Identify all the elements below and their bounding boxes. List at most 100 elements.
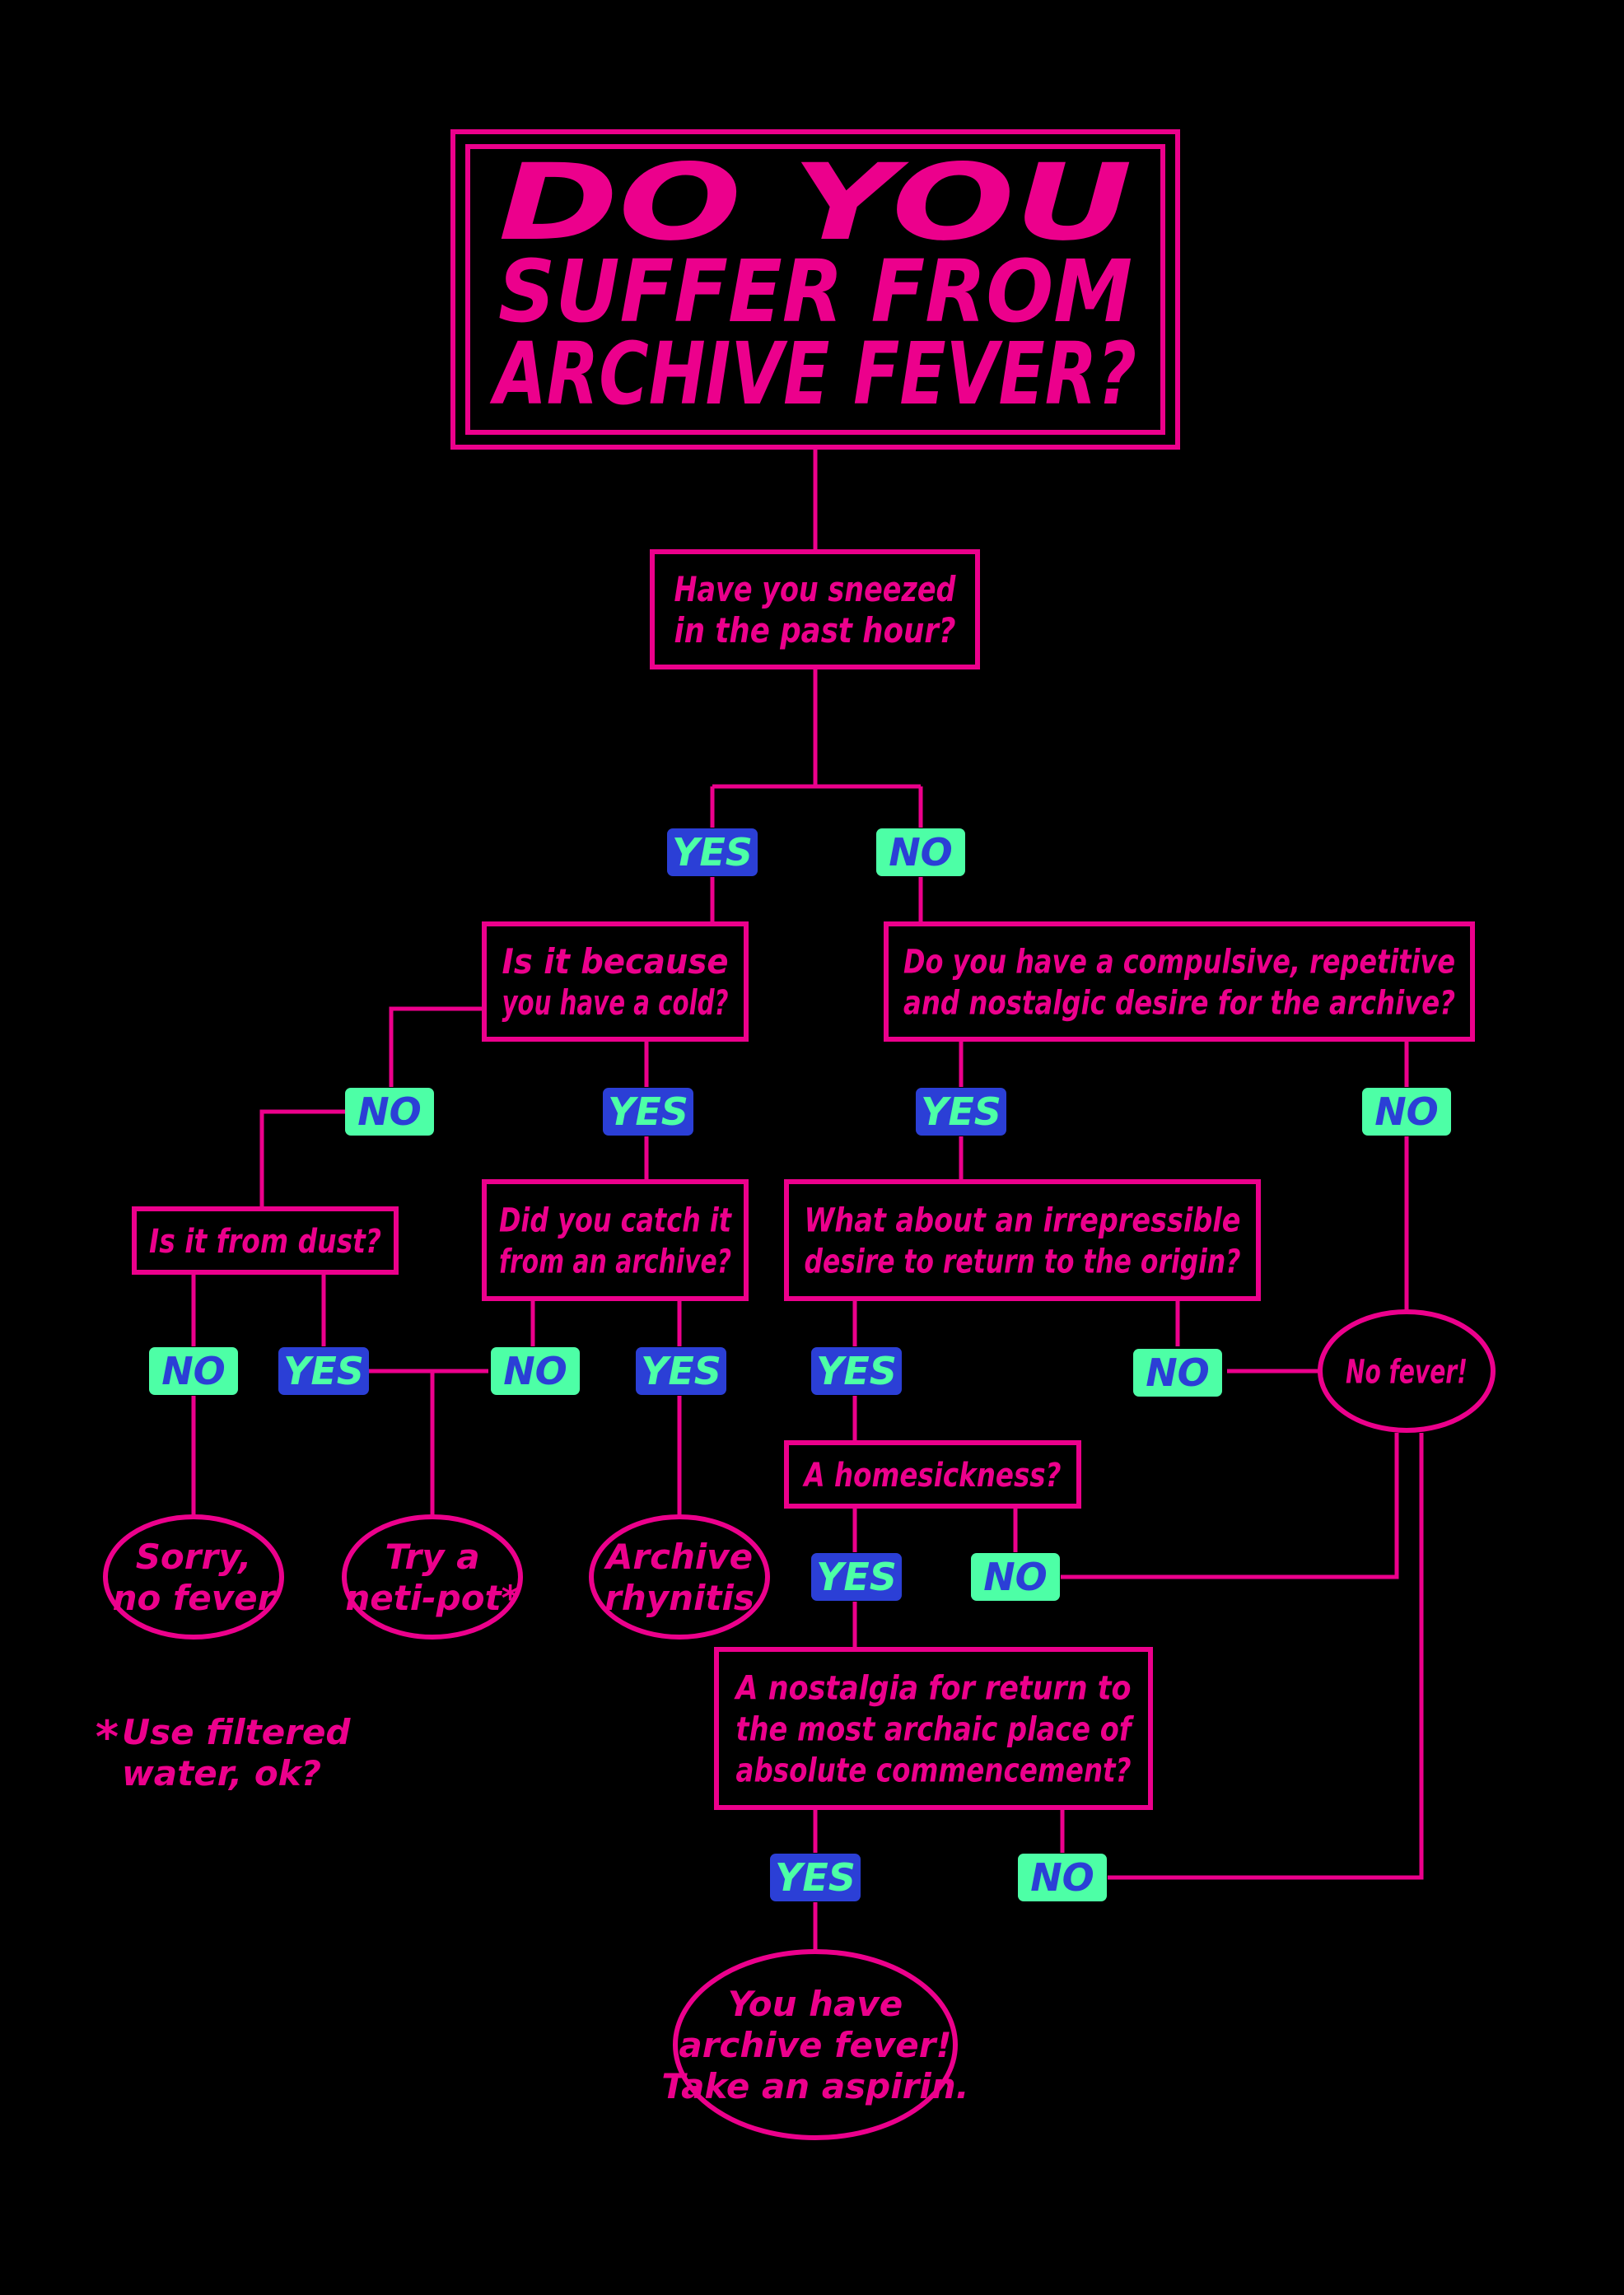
branch-labels: YES NO NO YES YES NO NO YES NO YES YES NO YES NO YES NO — [149, 828, 1451, 1901]
footnote-star: * — [96, 1711, 119, 1763]
footnote: * Use filtered water, ok? — [96, 1711, 352, 1794]
footnote-line-2: water, ok? — [122, 1753, 321, 1794]
label-yes-10: YES — [636, 1347, 726, 1395]
label-text: YES — [641, 1349, 721, 1393]
label-background — [916, 1088, 1006, 1136]
label-text: NO — [1030, 1855, 1094, 1900]
label-text: NO — [1374, 1089, 1439, 1134]
node-text-line: Take an aspirin. — [661, 2066, 968, 2106]
label-text: NO — [1146, 1350, 1210, 1395]
label-background — [1018, 1854, 1107, 1901]
label-text: NO — [161, 1349, 226, 1393]
label-no-7: NO — [149, 1347, 238, 1395]
node-text-line: desire to return to the origin? — [805, 1243, 1241, 1280]
title-inner-border — [465, 144, 1165, 435]
label-text: YES — [921, 1089, 1001, 1134]
label-background — [345, 1088, 434, 1136]
title-outer-border — [450, 129, 1180, 450]
node-text-line: Try a — [385, 1537, 479, 1577]
label-no-9: NO — [491, 1347, 580, 1395]
line-no9-nofever — [1108, 1433, 1424, 1880]
node-text-line: Is it because — [502, 941, 729, 982]
node-border — [132, 1206, 399, 1275]
label-text: NO — [357, 1089, 422, 1134]
label-yes-13: YES — [811, 1553, 902, 1601]
label-yes-1: YES — [667, 828, 758, 876]
title-line-1: DO YOU — [498, 142, 1132, 264]
line-no8-nofever — [1061, 1433, 1399, 1579]
label-background — [1362, 1088, 1451, 1136]
node-ellipse — [103, 1514, 284, 1640]
node-text-line: Have you sneezed — [674, 569, 957, 609]
label-no-6: NO — [1362, 1088, 1451, 1136]
node-text-line: no fever — [113, 1578, 277, 1618]
node-text-line: What about an irrepressible — [805, 1201, 1241, 1239]
node-text-line: you have a cold? — [502, 982, 729, 1023]
node-q-origin: What about an irrepressible desire to ret… — [784, 1179, 1261, 1301]
node-text-line: Sorry, — [136, 1537, 252, 1577]
node-ellipse — [342, 1514, 523, 1640]
label-text: YES — [775, 1855, 856, 1900]
node-border — [482, 1179, 749, 1301]
label-yes-15: YES — [770, 1854, 861, 1901]
label-background — [636, 1347, 726, 1395]
label-yes-5: YES — [916, 1088, 1006, 1136]
label-background — [278, 1347, 369, 1395]
title-line-2: SUFFER FROM — [498, 241, 1132, 342]
node-q-homesick: A homesickness? — [784, 1440, 1081, 1509]
label-text: NO — [889, 830, 953, 875]
label-text: YES — [672, 830, 753, 875]
label-background — [971, 1553, 1060, 1601]
node-e-no-fever: No fever! — [1318, 1309, 1496, 1433]
node-text-line: Do you have a compulsive, repetitive — [903, 943, 1455, 981]
node-border — [784, 1179, 1261, 1301]
node-border — [884, 921, 1475, 1042]
label-background — [491, 1347, 580, 1395]
label-text: YES — [816, 1349, 897, 1393]
label-no-2: NO — [876, 828, 965, 876]
node-border — [714, 1647, 1153, 1810]
node-text-line: No fever! — [1346, 1353, 1468, 1391]
node-q-dust: Is it from dust? — [132, 1206, 399, 1275]
label-background — [770, 1854, 861, 1901]
label-no-12: NO — [1133, 1349, 1222, 1397]
node-text-line: rhynitis — [604, 1578, 754, 1618]
label-text: YES — [283, 1349, 364, 1393]
label-no-16: NO — [1018, 1854, 1107, 1901]
label-no-3: NO — [345, 1088, 434, 1136]
node-text-line: and nostalgic desire for the archive? — [903, 984, 1455, 1022]
node-ellipse — [673, 1949, 958, 2140]
label-background — [603, 1088, 693, 1136]
node-border — [482, 921, 749, 1042]
node-border — [784, 1440, 1081, 1509]
label-yes-4: YES — [603, 1088, 693, 1136]
node-text-line: A nostalgia for return to — [734, 1669, 1132, 1707]
node-text-line: from an archive? — [499, 1243, 731, 1280]
label-text: NO — [983, 1555, 1048, 1599]
node-text-line: in the past hour? — [674, 610, 956, 651]
label-background — [667, 828, 758, 876]
label-background — [1133, 1349, 1222, 1397]
label-yes-8: YES — [278, 1347, 369, 1395]
node-ellipse — [589, 1514, 770, 1640]
footnote-line-1: Use filtered — [122, 1712, 351, 1752]
node-text-line: You have — [728, 1984, 903, 2024]
label-text: NO — [503, 1349, 567, 1393]
label-text: YES — [608, 1089, 688, 1134]
node-text-line: the most archaic place of — [736, 1710, 1135, 1748]
node-e-sorry: Sorry,no fever — [103, 1514, 284, 1640]
title-box: DO YOU SUFFER FROM ARCHIVE FEVER? — [450, 129, 1180, 450]
label-yes-11: YES — [811, 1347, 902, 1395]
label-no-14: NO — [971, 1553, 1060, 1601]
node-text-line: absolute commencement? — [736, 1752, 1132, 1789]
label-background — [876, 828, 965, 876]
